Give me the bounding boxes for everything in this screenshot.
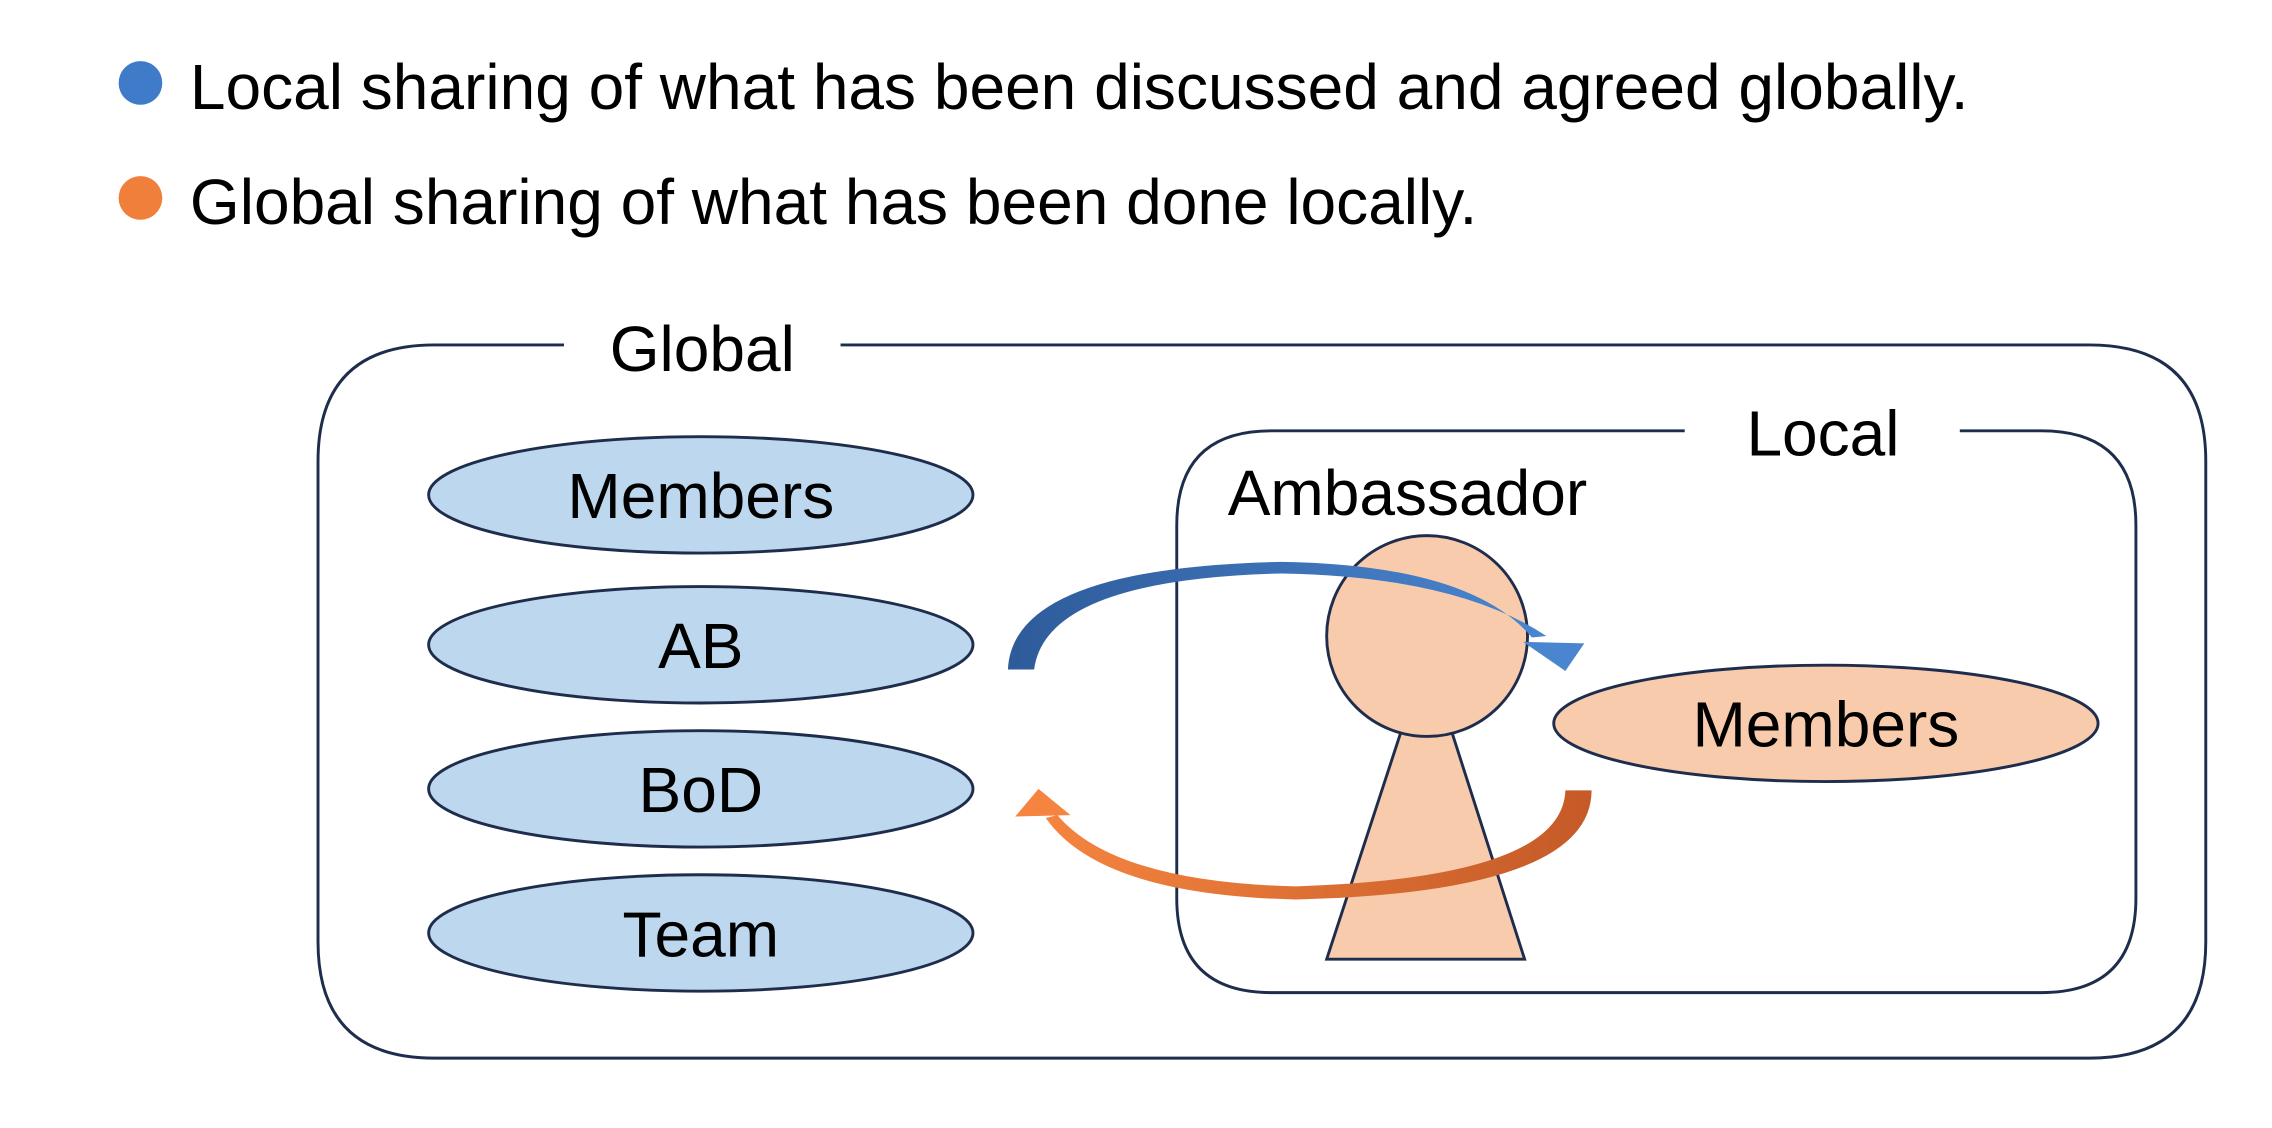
group-label: Members <box>1692 689 1959 761</box>
global-frame <box>316 343 2208 1060</box>
bullet-text-local-sharing: Local sharing of what has been discussed… <box>190 51 1969 123</box>
group-label: Members <box>567 460 834 532</box>
global-group-team: Team <box>427 873 975 993</box>
global-group-members: Members <box>427 435 975 555</box>
orange-arrow-icon <box>1015 788 1592 900</box>
group-label: BoD <box>639 754 764 826</box>
global-group-bod: BoD <box>427 729 975 849</box>
local-group-members: Members <box>1552 663 2100 784</box>
group-label: Team <box>623 898 780 970</box>
orange-bullet-icon <box>118 176 163 220</box>
group-label: AB <box>658 610 743 682</box>
global-label: Global <box>610 313 795 385</box>
local-frame <box>1175 429 2138 995</box>
ambassador-label: Ambassador <box>1228 457 1587 529</box>
local-label: Local <box>1746 398 1899 470</box>
ambassador-person-icon <box>1324 534 1529 961</box>
global-group-ab: AB <box>427 585 975 705</box>
blue-arrow-icon <box>1007 561 1585 671</box>
blue-bullet-icon <box>118 61 163 105</box>
bullet-text-global-sharing: Global sharing of what has been done loc… <box>190 166 1477 238</box>
